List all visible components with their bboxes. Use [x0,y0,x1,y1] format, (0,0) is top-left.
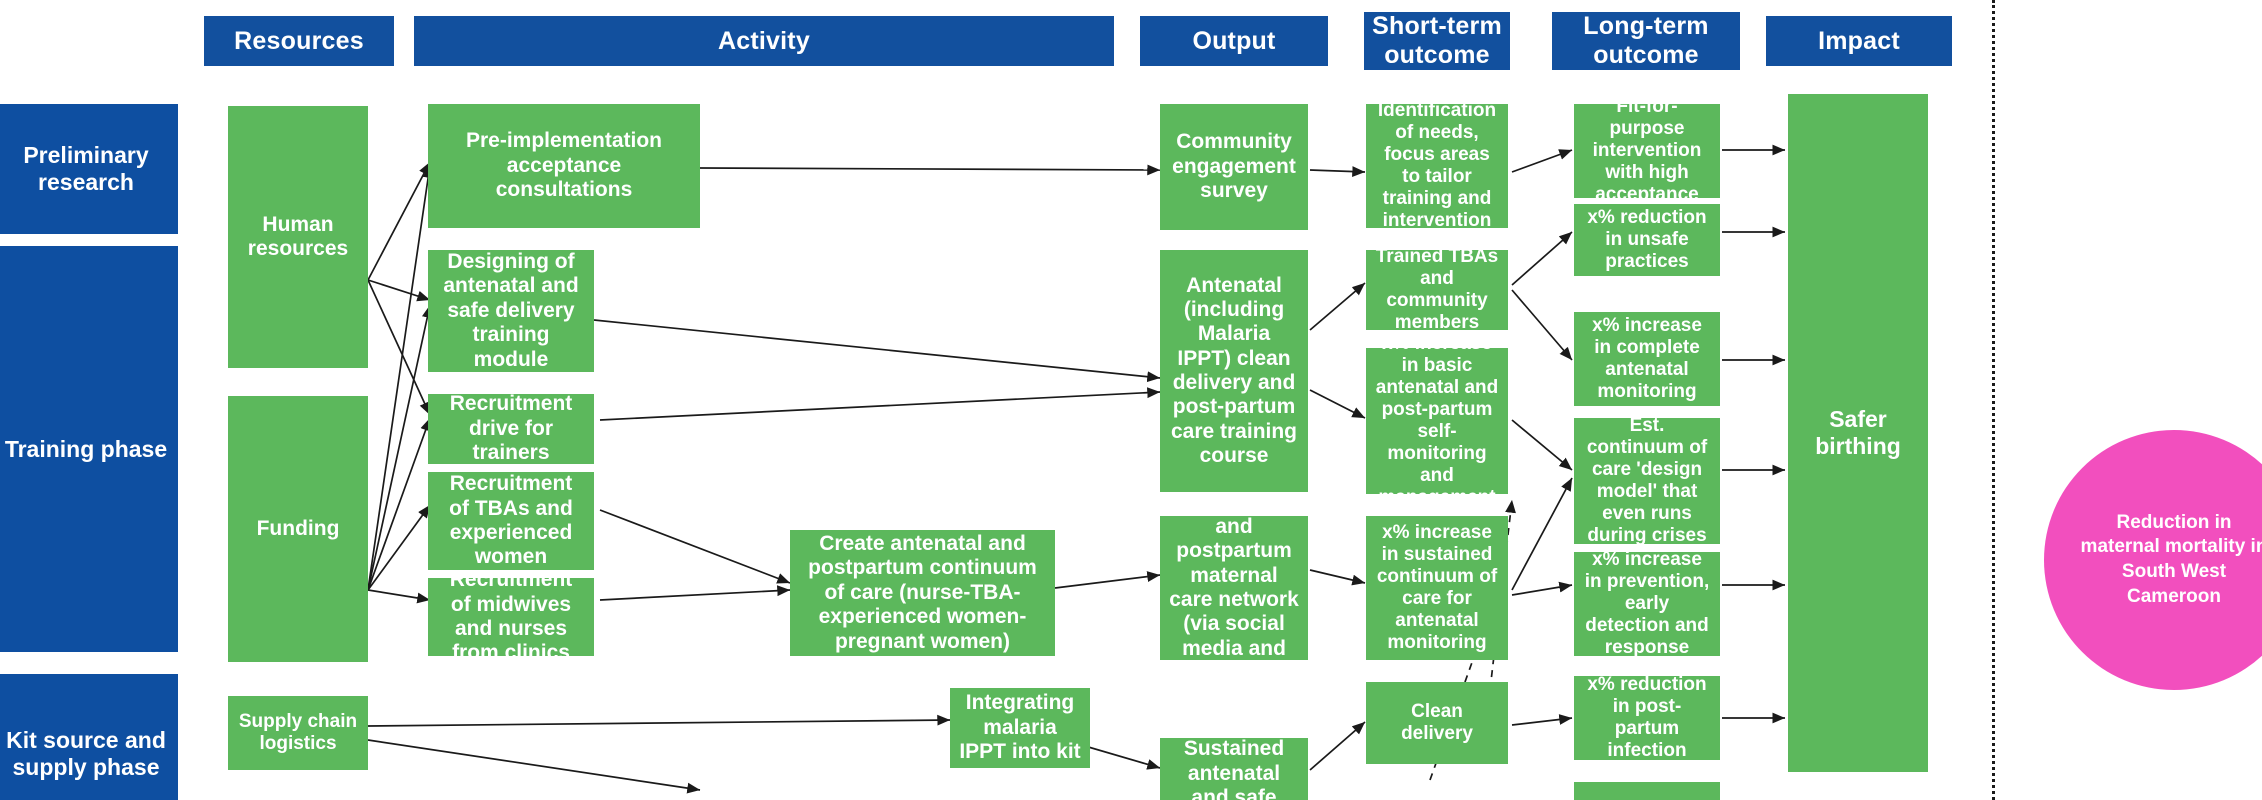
node-label: Pre-implementation acceptance consultati… [465,129,663,202]
node-prevention-early-detection[interactable]: x% increase in prevention, early detecti… [1574,548,1720,659]
column-header-label: Short-term outcome [1372,12,1502,69]
node-clean-delivery[interactable]: Clean delivery [1366,682,1508,764]
phase-label-training-phase: Training phase [0,246,178,652]
node-label: x% increase in basic antenatal and post-… [1375,332,1499,509]
node-label: x% increase in complete antenatal monito… [1592,314,1702,403]
node-safer-birthing[interactable]: Safer birthing [1788,94,1928,772]
node-label: Fit-for-purpose intervention with high a… [1592,95,1702,206]
node-recruitment-drive-trainers[interactable]: Recruitment drive for trainers [428,392,594,465]
node-trained-tbas[interactable]: Trained TBAs and community members [1366,246,1508,333]
column-header-impact: Impact [1766,16,1952,66]
node-label: Integrating malaria IPPT into kit [959,691,1081,764]
node-supply-chain-logistics[interactable]: Supply chain logistics [228,696,368,770]
node-basic-self-monitoring[interactable]: x% increase in basic antenatal and post-… [1366,333,1508,508]
node-label: Community engagement survey [1172,130,1296,203]
node-pre-implementation-consultations[interactable]: Pre-implementation acceptance consultati… [428,104,700,228]
node-label: Human resources [247,212,349,260]
node-label: Recruitment of midwives and nurses from … [449,568,573,665]
column-header-output: Output [1140,16,1328,66]
node-reduction-postpartum-infection[interactable]: x% reduction in post-partum infection [1574,673,1720,762]
column-header-label: Impact [1818,26,1900,55]
column-header-label: Output [1192,26,1276,55]
section-divider [1992,0,1995,800]
node-community-engagement-survey[interactable]: Community engagement survey [1160,104,1308,230]
node-label: Recruitment of TBAs and experienced wome… [449,472,573,569]
node-fit-for-purpose[interactable]: Fit-for-purpose intervention with high a… [1574,96,1720,205]
node-label: Trained TBAs and community members [1375,245,1499,334]
node-sustained-safe-delivery[interactable]: Sustained antenatal and safe delivery [1160,737,1308,800]
node-create-continuum-of-care[interactable]: Create antenatal and postpartum continuu… [790,530,1055,656]
column-header-label: Resources [234,26,364,55]
node-reduction-partial[interactable]: x% reduction [1574,782,1720,800]
node-label: Identification of needs, focus areas to … [1377,99,1497,232]
node-reduction-unsafe-practices[interactable]: x% reduction in unsafe practices [1574,204,1720,276]
node-recruitment-midwives[interactable]: Recruitment of midwives and nurses from … [428,568,594,664]
phase-label-text: Kit source and supply phase [6,727,166,780]
node-training-course[interactable]: Antenatal (including Malaria IPPT) clean… [1160,250,1308,492]
node-label: Recruitment drive for trainers [449,392,573,465]
node-recruitment-tbas[interactable]: Recruitment of TBAs and experienced wome… [428,472,594,570]
node-label: Antenatal and postpartum maternal care n… [1169,490,1299,685]
column-header-label: Activity [718,26,810,55]
node-label: x% reduction in post-partum infection [1587,673,1707,762]
phase-label-kit-source-supply-phase: Kit source and supply phase [0,674,178,800]
node-maternal-care-network[interactable]: Antenatal and postpartum maternal care n… [1160,491,1308,684]
node-human-resources[interactable]: Human resources [228,106,368,368]
node-label: Reduction in maternal mortality in South… [2080,511,2262,607]
column-header-resources: Resources [204,16,394,66]
phase-label-preliminary-research: Preliminary research [0,104,178,234]
node-funding[interactable]: Funding [228,396,368,662]
node-integrating-malaria-ippt[interactable]: Integrating malaria IPPT into kit [950,688,1090,768]
column-header-long-term-outcome: Long-term outcome [1552,12,1740,70]
node-designing-training-module[interactable]: Designing of antenatal and safe delivery… [428,250,594,372]
node-label: Sustained antenatal and safe delivery [1183,737,1285,800]
node-label: Antenatal (including Malaria IPPT) clean… [1170,273,1298,468]
node-label: Clean delivery [1401,700,1473,744]
column-header-label: Long-term outcome [1583,12,1709,69]
node-label: Create antenatal and postpartum continuu… [808,532,1037,653]
node-reduction-maternal-mortality[interactable]: Reduction in maternal mortality in South… [2044,430,2262,690]
node-label: x% reduction in unsafe practices [1587,206,1707,273]
node-complete-antenatal-monitoring[interactable]: x% increase in complete antenatal monito… [1574,312,1720,406]
node-label: Est. continuum of care 'design model' th… [1586,414,1708,547]
node-label: Designing of antenatal and safe delivery… [443,250,579,371]
node-label: x% increase in prevention, early detecti… [1584,548,1710,659]
node-label: Supply chain logistics [238,710,358,754]
phase-label-text: Preliminary research [23,142,149,195]
node-label: x% increase in sustained continuum of ca… [1376,521,1498,654]
node-identification-of-needs[interactable]: Identification of needs, focus areas to … [1366,100,1508,231]
phase-label-text: Training phase [4,435,168,462]
node-label: Funding [256,516,340,540]
column-header-activity: Activity [414,16,1114,66]
node-design-model-crises[interactable]: Est. continuum of care 'design model' th… [1574,414,1720,547]
column-header-short-term-outcome: Short-term outcome [1364,12,1510,70]
node-label: Safer birthing [1815,406,1901,459]
node-sustained-continuum-care[interactable]: x% increase in sustained continuum of ca… [1366,516,1508,660]
